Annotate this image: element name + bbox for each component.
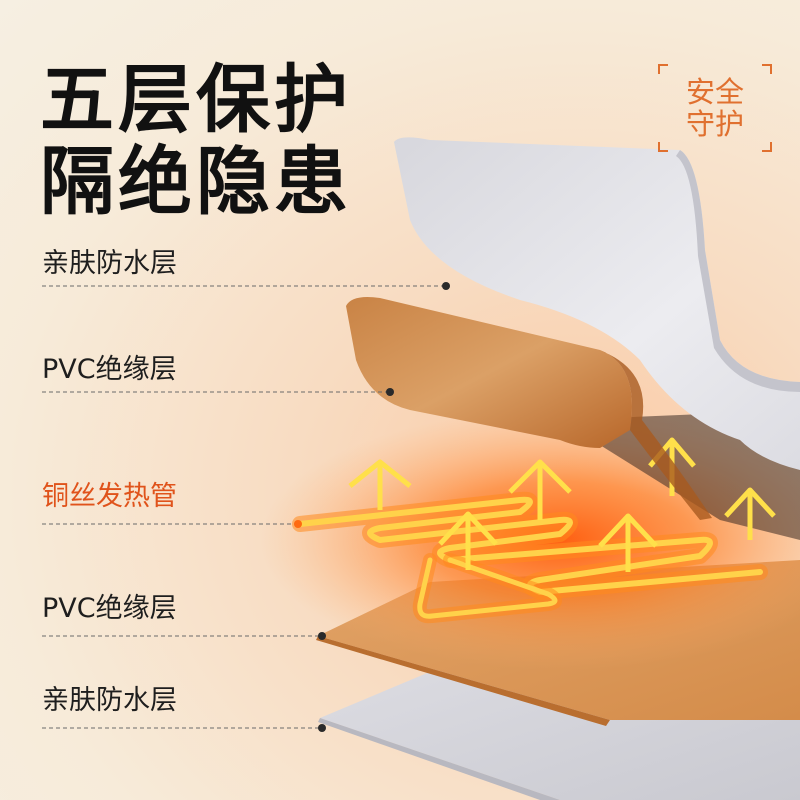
badge-corner — [658, 142, 668, 152]
layer-label-insulation-bottom: PVC绝缘层 — [42, 593, 177, 624]
badge-corner — [762, 64, 772, 74]
top-insulation-sheet — [346, 297, 632, 448]
badge-line-2: 守护 — [685, 107, 744, 141]
headline-line-2: 隔绝隐患 — [40, 139, 352, 225]
leader-lines — [42, 282, 450, 732]
badge-corner — [658, 64, 668, 74]
layer-label-heating-wire: 铜丝发热管 — [42, 481, 177, 512]
layer-label-waterproof-bottom: 亲肤防水层 — [42, 685, 177, 716]
badge-corner — [762, 142, 772, 152]
safety-badge: 安全 守护 — [658, 64, 772, 152]
badge-line-1: 安全 — [685, 75, 744, 109]
layer-label-waterproof-top: 亲肤防水层 — [42, 248, 177, 279]
heat-arrow-icon — [348, 437, 776, 572]
layer-label-insulation-top: PVC绝缘层 — [42, 354, 177, 385]
headline-line-1: 五层保护 — [40, 57, 352, 143]
heating-coil — [292, 491, 768, 624]
